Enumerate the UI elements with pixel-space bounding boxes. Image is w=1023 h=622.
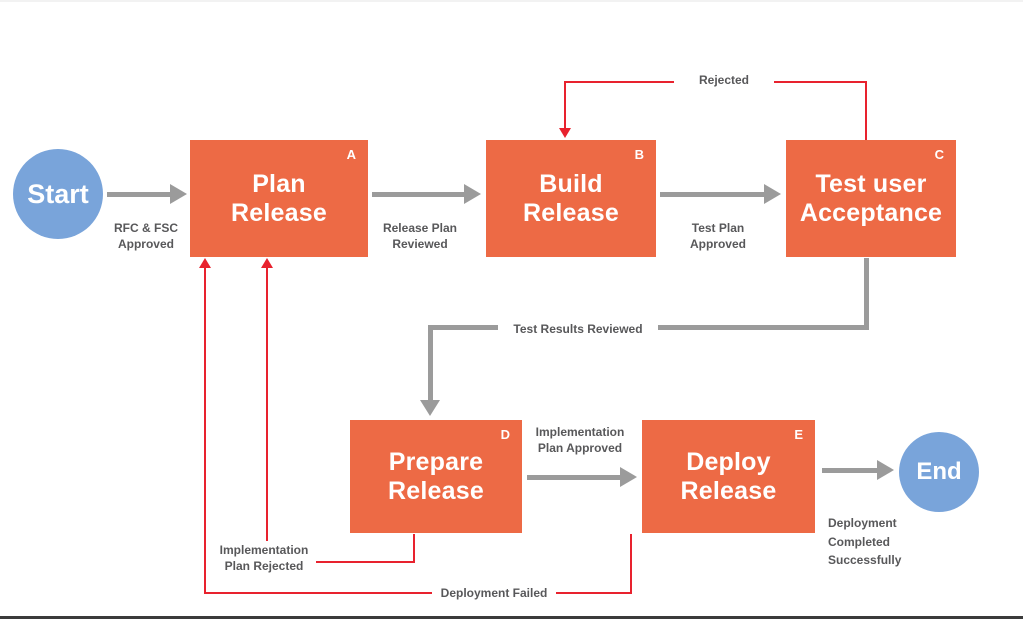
label-rejected: Rejected	[674, 71, 774, 90]
end-label: End	[916, 458, 962, 485]
label-deployment-failed: Deployment Failed	[432, 584, 556, 603]
deploy-release-title-line2: Release	[680, 476, 777, 505]
impl-rejected-head	[261, 258, 273, 268]
rejected-path-vertical-to-build	[564, 81, 566, 128]
arrow-plan-to-build-head	[464, 184, 481, 204]
start-node: Start	[13, 149, 103, 239]
arrow-deploy-to-end-line	[822, 468, 878, 473]
label-deployment-completed-successfully: Deployment Completed Successfully	[828, 514, 923, 570]
arrow-test-to-prepare-head	[420, 400, 440, 416]
arrow-build-to-test-head	[764, 184, 781, 204]
plan-release-title: Plan Release	[231, 170, 327, 228]
build-release-letter: B	[634, 147, 644, 162]
label-deployment-completed-line1: Deployment	[828, 516, 897, 530]
impl-rejected-vertical-from-prepare	[413, 534, 415, 563]
label-rfc-fsc-approved-line2: Approved	[117, 237, 174, 252]
top-border-line	[0, 0, 1023, 2]
impl-rejected-horizontal	[267, 561, 415, 563]
build-release-box: B Build Release	[486, 140, 656, 257]
label-implementation-plan-approved-line2: Plan Approved	[537, 441, 623, 456]
build-release-title-line2: Release	[523, 198, 619, 227]
deploy-release-title-line1: Deploy	[686, 447, 771, 476]
deploy-failed-horizontal	[204, 592, 632, 594]
prepare-release-title-line2: Release	[388, 476, 484, 505]
label-deployment-completed-line3: Successfully	[828, 553, 902, 568]
deploy-release-box: E Deploy Release	[642, 420, 815, 533]
label-release-plan-reviewed-line1: Release Plan	[382, 221, 458, 235]
plan-release-box: A Plan Release	[190, 140, 368, 257]
prepare-release-box: D Prepare Release	[350, 420, 522, 533]
arrow-plan-to-build-line	[372, 192, 465, 197]
test-user-acceptance-title-line1: Test user	[815, 169, 927, 198]
plan-release-letter: A	[346, 147, 356, 162]
label-implementation-plan-rejected-line1: Implementation	[219, 543, 309, 557]
end-node: End	[899, 432, 979, 512]
plan-release-title-line2: Release	[231, 198, 327, 227]
build-release-title-line1: Build	[539, 169, 603, 198]
rejected-path-vertical-from-test	[865, 81, 867, 140]
build-release-title: Build Release	[523, 170, 619, 228]
arrow-start-to-plan-head	[170, 184, 187, 204]
label-test-results-reviewed-text: Test Results Reviewed	[513, 322, 643, 336]
test-user-acceptance-title-line2: Acceptance	[799, 198, 943, 227]
deploy-failed-head	[199, 258, 211, 268]
label-release-plan-reviewed-line2: Reviewed	[392, 237, 448, 252]
arrow-prepare-to-deploy-line	[527, 475, 621, 480]
arrow-test-to-prepare-vertical2	[428, 325, 433, 402]
label-test-results-reviewed: Test Results Reviewed	[498, 320, 658, 339]
test-user-acceptance-letter: C	[934, 147, 944, 162]
arrow-start-to-plan-line	[107, 192, 171, 197]
deploy-release-title: Deploy Release	[681, 448, 777, 506]
arrow-build-to-test-line	[660, 192, 765, 197]
deploy-failed-vertical-from-deploy	[630, 534, 632, 594]
label-deployment-completed-line2: Completed	[828, 534, 891, 549]
prepare-release-letter: D	[500, 427, 510, 442]
plan-release-title-line1: Plan	[252, 169, 306, 198]
label-release-plan-reviewed: Release Plan Reviewed	[370, 220, 470, 252]
impl-rejected-vertical-to-plan	[266, 267, 268, 562]
test-user-acceptance-title: Test user Acceptance	[800, 170, 942, 228]
test-user-acceptance-box: C Test user Acceptance	[786, 140, 956, 257]
deploy-release-letter: E	[794, 427, 803, 442]
bottom-border-line	[0, 616, 1023, 619]
prepare-release-title-line1: Prepare	[388, 447, 484, 476]
label-implementation-plan-rejected-line2: Plan Rejected	[224, 559, 304, 574]
label-test-plan-approved-line2: Approved	[689, 237, 746, 252]
arrow-prepare-to-deploy-head	[620, 467, 637, 487]
label-implementation-plan-rejected: Implementation Plan Rejected	[212, 541, 316, 576]
label-implementation-plan-approved: Implementation Plan Approved	[518, 424, 642, 456]
prepare-release-title: Prepare Release	[388, 448, 484, 506]
label-rfc-fsc-approved-line1: RFC & FSC	[114, 221, 178, 235]
start-label: Start	[27, 178, 89, 209]
arrow-deploy-to-end-head	[877, 460, 894, 480]
label-implementation-plan-approved-line1: Implementation	[535, 425, 625, 439]
label-test-plan-approved: Test Plan Approved	[668, 220, 768, 252]
label-deployment-failed-text: Deployment Failed	[440, 586, 548, 600]
deploy-failed-vertical-to-plan	[204, 267, 206, 592]
label-rfc-fsc-approved: RFC & FSC Approved	[96, 220, 196, 252]
label-test-plan-approved-line1: Test Plan	[691, 221, 745, 235]
rejected-path-head	[559, 128, 571, 138]
label-rejected-text: Rejected	[698, 73, 750, 87]
arrow-test-to-prepare-vertical1	[864, 258, 869, 328]
